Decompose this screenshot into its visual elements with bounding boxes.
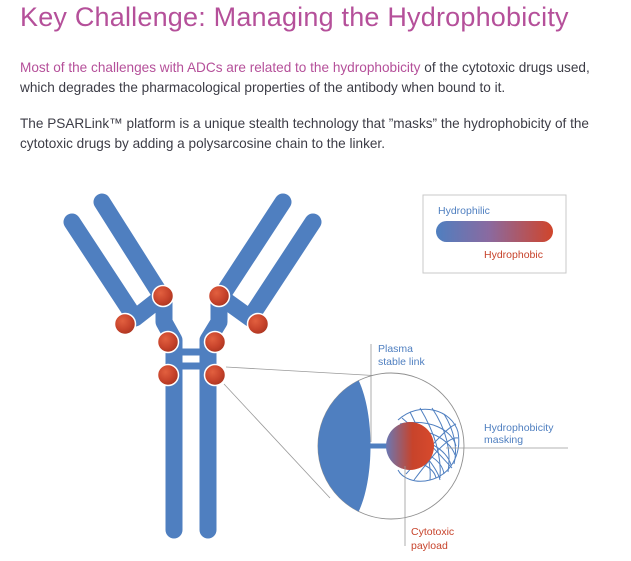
zoom-detail [317, 372, 465, 520]
legend-hydrophobic-label: Hydrophobic [484, 249, 543, 261]
legend-hydrophilic-label: Hydrophilic [438, 205, 490, 217]
platform-paragraph: The PSARLink™ platform is a unique steal… [20, 116, 589, 151]
left-light-chain [63, 213, 167, 327]
intro-paragraph: Most of the challenges with ADCs are rel… [20, 58, 625, 98]
drug-circle [113, 312, 137, 336]
right-heavy-chain [199, 193, 292, 539]
callout-lines [370, 344, 568, 546]
payload-label-line1: Cytotoxic [411, 526, 454, 538]
drug-circle [203, 330, 227, 354]
payload-label-line2: payload [411, 540, 448, 552]
antibody-segment [318, 373, 354, 519]
legend-box: Hydrophilic Hydrophobic [422, 194, 567, 274]
plasma-label-line2: stable link [378, 356, 425, 368]
page-title: Key Challenge: Managing the Hydrophobici… [20, 2, 569, 32]
drug-circle [156, 330, 180, 354]
legend-gradient-bar [436, 221, 553, 242]
drug-circle [203, 363, 227, 387]
left-heavy-chain [93, 193, 183, 539]
drug-circle [207, 284, 231, 308]
intro-highlight: Most of the challenges with ADCs are rel… [20, 60, 421, 75]
masking-label-line1: Hydrophobicity [484, 422, 554, 434]
antibody [63, 193, 322, 539]
drug-circle [156, 363, 180, 387]
plasma-label-line1: Plasma [378, 343, 413, 355]
drug-payloads [113, 284, 270, 387]
masking-label-line2: masking [484, 434, 523, 446]
intro-rest: of the cytotoxic drugs used, which degra… [20, 60, 590, 95]
drug-circle [151, 284, 175, 308]
drug-circle [246, 312, 270, 336]
cytotoxic-payload-circle [386, 422, 434, 470]
